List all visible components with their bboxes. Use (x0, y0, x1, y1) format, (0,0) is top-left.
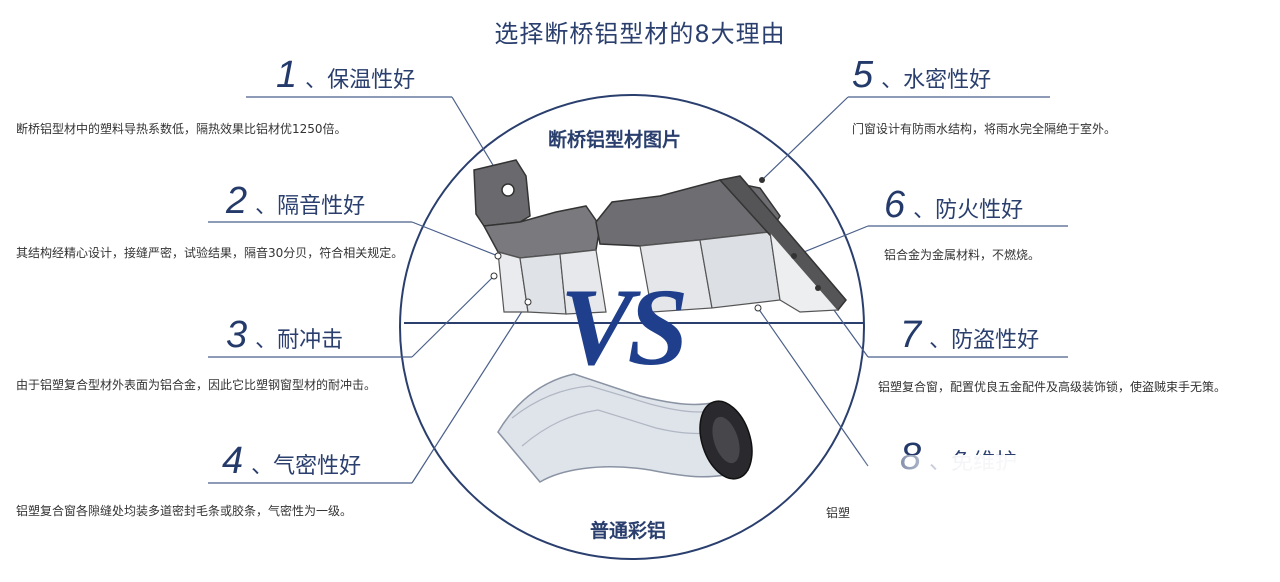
reason-4-label: 、气密性好 (251, 454, 362, 479)
reason-3-label: 、耐冲击 (255, 328, 344, 353)
reason-2-number: 2 (226, 180, 248, 222)
reason-8-desc: 铝塑 (826, 506, 851, 520)
reason-6-desc: 铝合金为金属材料，不燃烧。 (884, 248, 1041, 262)
leader-6 (793, 225, 869, 257)
reason-1-number: 1 (276, 54, 298, 96)
reason-1-heading: 1 、保温性好 (276, 54, 415, 97)
thermal-break-label: 断桥铝型材图片 (548, 129, 682, 151)
leader-8 (757, 307, 869, 467)
leader-2 (411, 221, 499, 257)
vs-text: VS (560, 266, 689, 388)
reason-5-label: 、水密性好 (881, 68, 992, 93)
reason-2-label: 、隔音性好 (255, 194, 366, 219)
reason-7-desc: 铝塑复合窗，配置优良五金配件及高级装饰锁，使盗贼束手无策。 (878, 380, 1227, 394)
reason-6-heading: 6 、防火性好 (884, 184, 1023, 227)
reason-5-number: 5 (852, 54, 874, 96)
leader-5 (761, 96, 849, 181)
reason-7-heading: 7 、防盗性好 (900, 314, 1039, 357)
reason-5-heading: 5 、水密性好 (852, 54, 991, 97)
reason-1-label: 、保温性好 (305, 68, 416, 93)
center-circle (399, 94, 865, 560)
reason-5-desc: 门窗设计有防雨水结构，将雨水完全隔绝于室外。 (852, 122, 1117, 136)
reason-6-label: 、防火性好 (913, 198, 1024, 223)
reason-7-number: 7 (900, 314, 922, 356)
reason-3-number: 3 (226, 314, 248, 356)
page-title: 选择断桥铝型材的8大理由 (494, 20, 786, 48)
ordinary-aluminium-label: 普通彩铝 (590, 520, 667, 542)
reason-4-desc: 铝塑复合窗各隙缝处均装多道密封毛条或胶条，气密性为一级。 (16, 504, 353, 518)
ordinary-aluminium-image (497, 373, 753, 483)
reason-2-heading: 2 、隔音性好 (226, 180, 365, 223)
reason-1-desc: 断桥铝型材中的塑料导热系数低，隔热效果比铝材优1250倍。 (16, 122, 347, 136)
reason-7-label: 、防盗性好 (929, 328, 1040, 353)
leader-4 (411, 301, 529, 484)
reason-4-heading: 4 、气密性好 (222, 440, 361, 483)
thermal-break-profile-image (473, 159, 847, 315)
reason-3-desc: 由于铝塑复合型材外表面为铝合金，因此它比塑钢窗型材的耐冲击。 (16, 378, 377, 392)
reason-2-desc: 其结构经精心设计，接缝严密，试验结果，隔音30分贝，符合相关规定。 (16, 246, 404, 260)
reason-6-number: 6 (884, 184, 906, 226)
reason-4-number: 4 (222, 440, 244, 482)
leader-3 (411, 275, 495, 358)
fade-overlay (850, 455, 1280, 582)
reason-3-heading: 3 、耐冲击 (226, 314, 343, 357)
